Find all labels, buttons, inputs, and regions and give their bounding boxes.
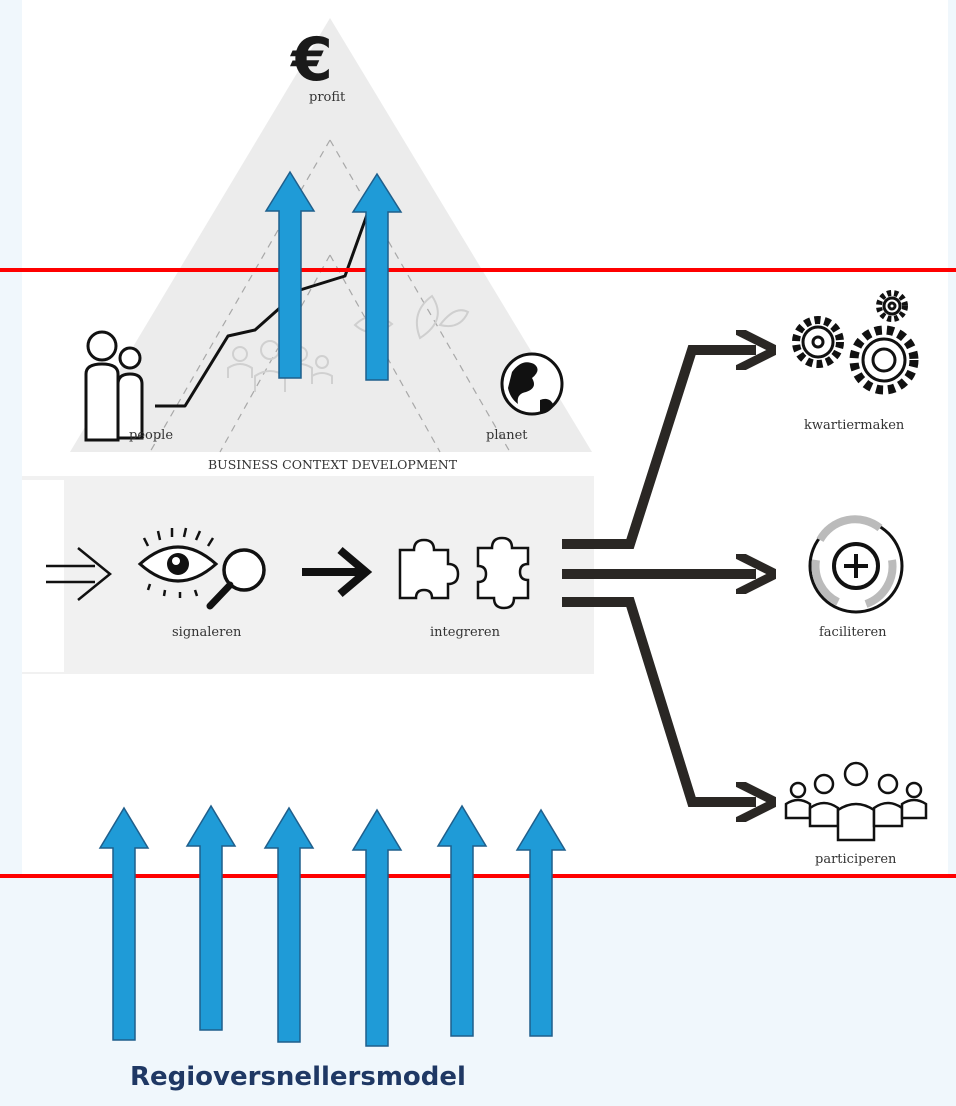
people-label: people	[129, 428, 174, 443]
pyramid-triangle	[70, 18, 592, 452]
pyramid-dashed-lines	[149, 139, 511, 453]
faciliteren-label: faciliteren	[819, 625, 887, 640]
branch-arrows	[562, 350, 756, 802]
model-title: Regioversnellersmodel	[130, 1062, 466, 1092]
blue-arrow-lower-6	[515, 808, 567, 1037]
blue-arrow-lower-5	[436, 804, 488, 1037]
plant-icon	[353, 294, 470, 340]
blue-arrows-lower	[98, 804, 567, 1047]
profit-label: profit	[309, 90, 346, 105]
blue-arrow-lower-4	[351, 808, 403, 1047]
entry-arrow-icon	[46, 547, 112, 601]
people-icon	[84, 330, 144, 442]
euro-icon: €	[289, 25, 333, 95]
planet-label: planet	[486, 428, 528, 443]
svg-text:€: €	[289, 25, 333, 95]
trend-line	[155, 211, 370, 408]
group-icon	[784, 761, 928, 842]
process-arrow-icon	[302, 546, 373, 598]
signaleren-label: signaleren	[172, 625, 242, 640]
participeren-label: participeren	[815, 852, 897, 867]
eye-magnifier-icon	[137, 527, 266, 610]
gears-icon	[792, 290, 919, 395]
puzzle-icon	[398, 536, 530, 610]
kwartiermaken-label: kwartiermaken	[804, 418, 905, 433]
integreren-label: integreren	[430, 625, 500, 640]
blue-arrow-lower-1	[98, 806, 150, 1041]
business-context-label: BUSINESS CONTEXT DEVELOPMENT	[208, 457, 458, 472]
cycle-plus-icon	[808, 515, 904, 614]
blue-arrow-upper-2	[351, 172, 403, 381]
blue-arrow-lower-3	[263, 806, 315, 1043]
blue-arrow-upper-1	[264, 170, 316, 379]
blue-arrow-lower-2	[185, 804, 237, 1031]
process-band-notch	[22, 480, 64, 672]
planet-icon	[500, 352, 564, 416]
